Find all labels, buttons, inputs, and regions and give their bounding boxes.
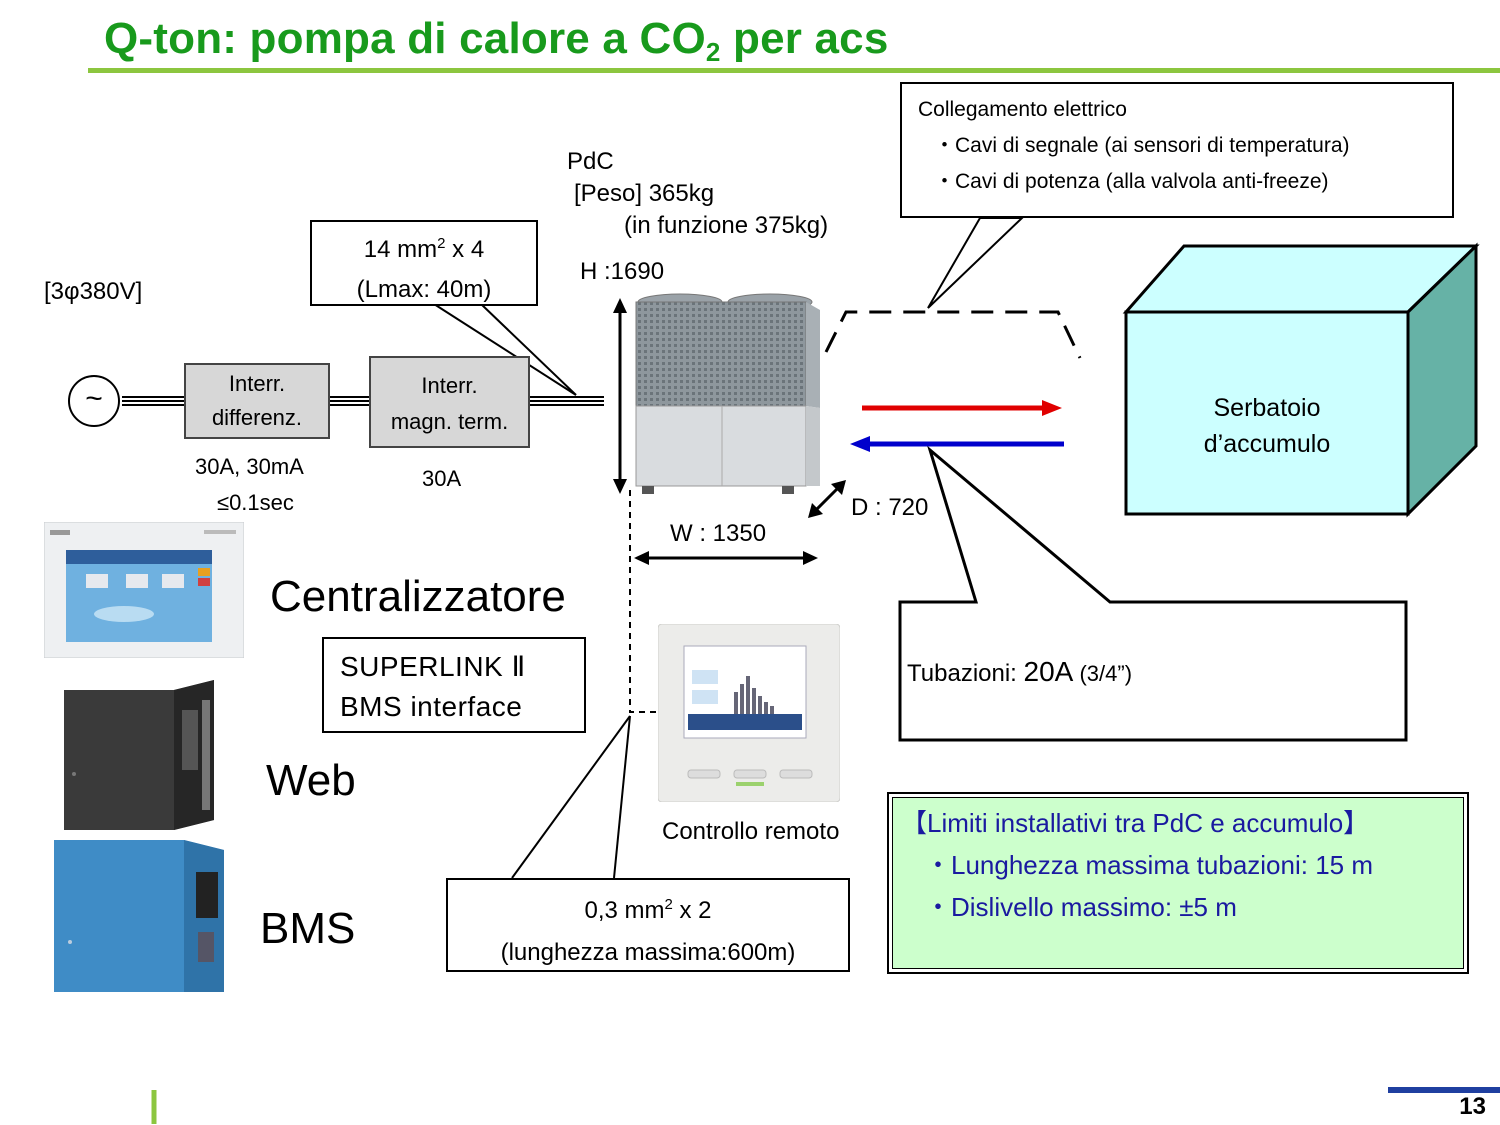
signal-cable-line1: 0,3 mm2 x 2 bbox=[584, 896, 712, 924]
centralizer-label: Centralizzatore bbox=[270, 572, 566, 621]
mcb-line2: magn. term. bbox=[390, 409, 509, 434]
ac-source-icon: ~ bbox=[68, 375, 120, 427]
limits-piping: ・Lunghezza massima tubazioni: 15 m bbox=[925, 850, 1374, 880]
installation-limits-inner: 【Limiti installativi tra PdC e accumulo】… bbox=[892, 797, 1464, 969]
pdc-height: H :1690 bbox=[580, 258, 665, 285]
rcd-line2: differenz. bbox=[211, 405, 303, 430]
tank-line2: d’accumulo bbox=[1203, 430, 1331, 458]
tank-label: Serbatoio d’accumulo bbox=[1126, 390, 1408, 462]
power-cable-line2: (Lmax: 40m) bbox=[356, 276, 492, 303]
limits-height: ・Dislivello massimo: ±5 m bbox=[925, 892, 1237, 922]
rcd-box: Interr. differenz. bbox=[184, 363, 330, 439]
superlink-line2: BMS interface bbox=[340, 691, 523, 722]
superlink-line1: SUPERLINK Ⅱ bbox=[340, 651, 526, 682]
mcb-line1: Interr. bbox=[421, 373, 478, 398]
mcb-box: Interr. magn. term. bbox=[369, 356, 530, 448]
page-title: Q-ton: pompa di calore a CO2 per acs bbox=[104, 14, 889, 67]
electrical-signal: ・Cavi di segnale (ai sensori di temperat… bbox=[934, 134, 1350, 157]
signal-cable-line2: (lunghezza massima:600m) bbox=[500, 939, 796, 966]
electrical-power: ・Cavi di potenza (alla valvola anti-free… bbox=[934, 170, 1329, 193]
title-underline bbox=[88, 68, 1500, 73]
web-label: Web bbox=[266, 756, 356, 805]
piping-label: Tubazioni: 20A (3/4”) bbox=[907, 656, 1133, 687]
web-gateway-icon bbox=[64, 680, 214, 830]
installation-limits-box: 【Limiti installativi tra PdC e accumulo】… bbox=[887, 792, 1469, 974]
pdc-weight: [Peso] 365kg bbox=[574, 180, 715, 207]
bms-label: BMS bbox=[260, 904, 356, 953]
tank-line1: Serbatoio bbox=[1213, 394, 1321, 422]
remote-label: Controllo remoto bbox=[662, 818, 840, 845]
pdc-width: W : 1350 bbox=[670, 520, 767, 547]
power-cable-box: 14 mm2 x 4 (Lmax: 40m) bbox=[310, 220, 538, 306]
limits-title: 【Limiti installativi tra PdC e accumulo】 bbox=[901, 808, 1370, 838]
heat-pump-unit-icon bbox=[635, 293, 820, 494]
rcd-time: ≤0.1sec bbox=[217, 490, 294, 515]
power-cable-line1: 14 mm2 x 4 bbox=[363, 235, 485, 263]
pdc-operating-weight: (in funzione 375kg) bbox=[624, 212, 829, 239]
rcd-rating: 30A, 30mA bbox=[195, 454, 304, 479]
mcb-rating: 30A bbox=[422, 466, 462, 491]
rcd-line1: Interr. bbox=[228, 371, 286, 396]
supply-label: [3φ380V] bbox=[44, 278, 143, 305]
electrical-title: Collegamento elettrico bbox=[918, 98, 1127, 121]
electrical-connection-box: Collegamento elettrico ・Cavi di segnale … bbox=[900, 82, 1454, 218]
page-number: 13 bbox=[1459, 1093, 1486, 1120]
superlink-box: SUPERLINK Ⅱ BMS interface bbox=[322, 637, 586, 733]
remote-controller-icon bbox=[658, 624, 840, 802]
pdc-label: PdC bbox=[567, 148, 614, 175]
pdc-depth: D : 720 bbox=[851, 494, 929, 521]
bms-gateway-icon bbox=[54, 840, 224, 992]
signal-cable-box: 0,3 mm2 x 2 (lunghezza massima:600m) bbox=[446, 878, 850, 972]
touch-panel-icon bbox=[44, 522, 244, 658]
